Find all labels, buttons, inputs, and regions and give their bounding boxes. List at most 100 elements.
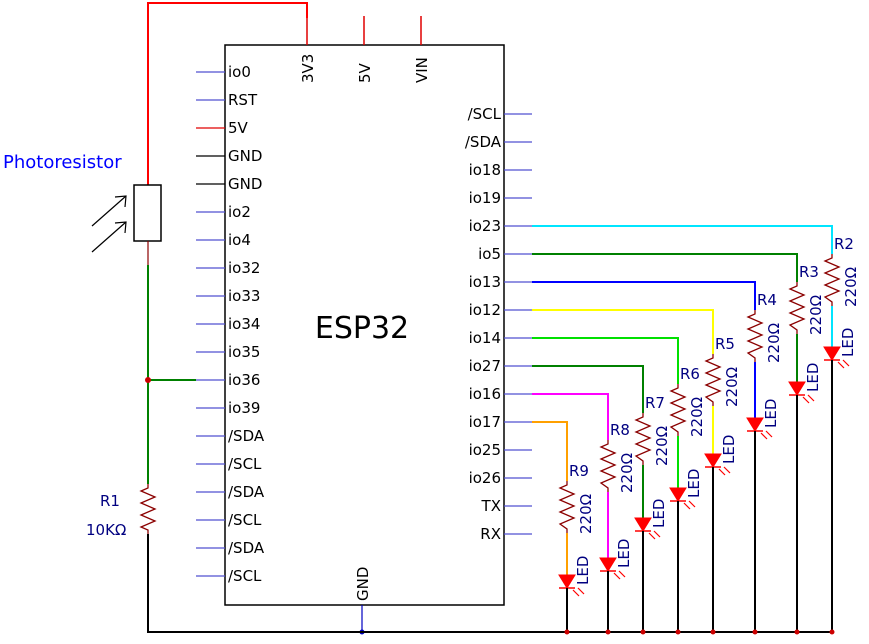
right-pin-label: /SDA bbox=[465, 133, 502, 151]
top-pin-label: 3V3 bbox=[299, 54, 317, 83]
right-pin-label: io12 bbox=[469, 301, 501, 319]
right-pin-label: TX bbox=[481, 497, 501, 515]
led-emission-arrow bbox=[618, 570, 626, 578]
led-emission-arrow bbox=[613, 572, 621, 580]
led-emission-arrow bbox=[683, 502, 691, 510]
led-emission-arrow bbox=[842, 359, 850, 367]
right-pin-label: io19 bbox=[469, 189, 501, 207]
resistor-value: 220Ω bbox=[765, 323, 783, 363]
top-pin-label: VIN bbox=[413, 57, 431, 83]
signal-wire bbox=[532, 337, 679, 384]
resistor bbox=[746, 310, 764, 362]
left-pin-label: /SDA bbox=[228, 483, 265, 501]
resistor-value: 220Ω bbox=[842, 267, 860, 307]
left-pin-label: io0 bbox=[228, 63, 251, 81]
top-pin-group: 3V3 5V VIN bbox=[299, 16, 431, 83]
led-emission-arrow bbox=[723, 466, 731, 474]
led-diode bbox=[558, 574, 576, 589]
resistor-value: 220Ω bbox=[807, 295, 825, 335]
left-pin-label: /SCL bbox=[228, 455, 262, 473]
led-diode bbox=[823, 346, 841, 361]
left-pin-label: RST bbox=[228, 91, 258, 109]
resistor-value: 220Ω bbox=[618, 453, 636, 493]
signal-wire bbox=[532, 365, 644, 413]
led-label: LED bbox=[839, 328, 857, 357]
led-channel-r2: R2 220Ω LED bbox=[532, 225, 860, 635]
left-pin-label: /SCL bbox=[228, 511, 262, 529]
signal-wire bbox=[532, 225, 833, 254]
led-emission-arrow bbox=[577, 587, 585, 595]
led-diode bbox=[599, 557, 617, 572]
led-channel-group: R2220ΩLEDR3220ΩLEDR4220ΩLEDR5220ΩLEDR622… bbox=[532, 225, 860, 635]
left-pin-label: /SDA bbox=[228, 427, 265, 445]
led-diode bbox=[634, 517, 652, 532]
ground-junction bbox=[710, 629, 716, 635]
right-pin-label: io5 bbox=[478, 245, 501, 263]
left-pin-label: io4 bbox=[228, 231, 251, 249]
sensor-junction bbox=[145, 377, 151, 383]
led-emission-arrow bbox=[765, 430, 773, 438]
led-emission-arrow bbox=[760, 432, 768, 440]
led-emission-arrow bbox=[802, 396, 810, 404]
resistor-value: 220Ω bbox=[723, 367, 741, 407]
resistor-value: 220Ω bbox=[577, 494, 595, 534]
right-pin-label: io16 bbox=[469, 385, 501, 403]
led-label: LED bbox=[804, 363, 822, 392]
right-pin-label: io25 bbox=[469, 441, 501, 459]
right-pin-group: /SCL/SDAio18io19io23io5io13io12io14io27i… bbox=[465, 105, 532, 543]
led-diode bbox=[669, 487, 687, 502]
left-pin-label: /SDA bbox=[228, 539, 265, 557]
light-ray-1 bbox=[91, 195, 127, 227]
led-emission-arrow bbox=[653, 530, 661, 538]
ground-junction bbox=[675, 629, 681, 635]
left-pin-label: io36 bbox=[228, 371, 260, 389]
left-pin-label: /SCL bbox=[228, 567, 262, 585]
resistor bbox=[599, 440, 617, 492]
chip-name: ESP32 bbox=[315, 311, 409, 346]
signal-wire bbox=[532, 281, 756, 310]
signal-wire bbox=[532, 309, 714, 354]
resistor bbox=[704, 354, 722, 406]
left-pin-label: io2 bbox=[228, 203, 251, 221]
led-label: LED bbox=[762, 399, 780, 428]
r1-value: 10KΩ bbox=[86, 521, 126, 539]
led-emission-arrow bbox=[688, 500, 696, 508]
right-pin-label: io23 bbox=[469, 217, 501, 235]
ground-junction bbox=[640, 629, 646, 635]
right-pin-label: io13 bbox=[469, 273, 501, 291]
ground-junction bbox=[829, 629, 835, 635]
resistor-name: R8 bbox=[610, 421, 630, 439]
led-label: LED bbox=[685, 469, 703, 498]
resistor-name: R9 bbox=[569, 462, 589, 480]
r1-resistor bbox=[139, 484, 157, 534]
led-emission-arrow bbox=[718, 468, 726, 476]
left-pin-label: io32 bbox=[228, 259, 260, 277]
resistor-value: 220Ω bbox=[653, 426, 671, 466]
led-diode bbox=[704, 453, 722, 468]
led-diode bbox=[788, 381, 806, 396]
resistor-name: R3 bbox=[799, 263, 819, 281]
led-emission-arrow bbox=[572, 589, 580, 597]
ground-bus bbox=[147, 534, 832, 633]
resistor-value: 220Ω bbox=[688, 397, 706, 437]
r1-name: R1 bbox=[100, 492, 120, 510]
left-pin-group: io0RST5VGNDGNDio2io4io32io33io34io35io36… bbox=[196, 63, 265, 585]
gnd-pin-label: GND bbox=[354, 567, 372, 601]
left-pin-label: 5V bbox=[228, 119, 249, 137]
ground-junction bbox=[752, 629, 758, 635]
ground-junction bbox=[564, 629, 570, 635]
resistor-name: R7 bbox=[645, 394, 665, 412]
top-pin-label: 5V bbox=[356, 62, 374, 83]
resistor-name: R2 bbox=[834, 235, 854, 253]
resistor-name: R5 bbox=[715, 335, 735, 353]
light-arrow-1 bbox=[114, 195, 127, 208]
left-pin-label: GND bbox=[228, 175, 262, 193]
right-pin-label: RX bbox=[480, 525, 501, 543]
right-pin-label: io27 bbox=[469, 357, 501, 375]
resistor bbox=[669, 384, 687, 436]
photoresistor bbox=[91, 184, 162, 265]
photoresistor-label: Photoresistor bbox=[3, 152, 122, 173]
led-label: LED bbox=[650, 499, 668, 528]
